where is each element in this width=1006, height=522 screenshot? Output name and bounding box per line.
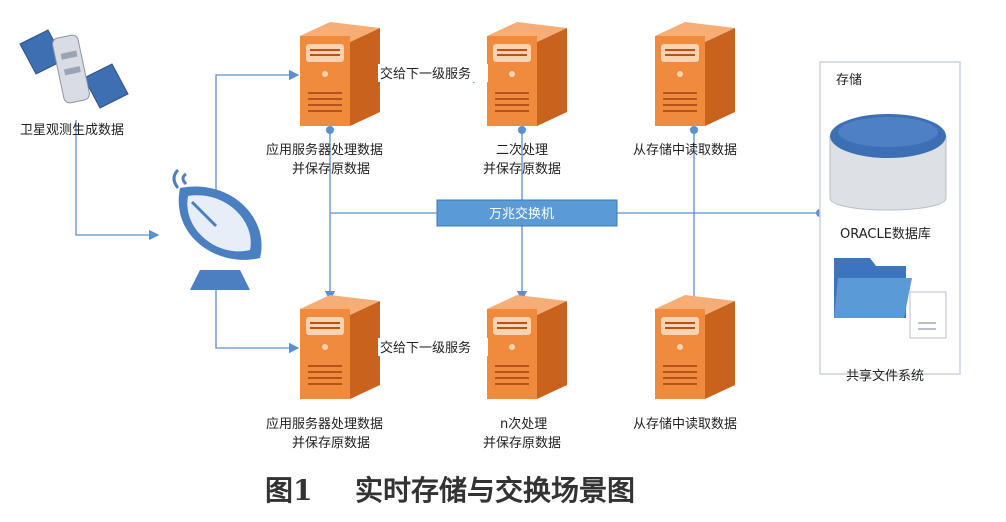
bottom-second-label-1: n次处理 (500, 416, 547, 432)
server-top-app (300, 22, 380, 126)
top-app-label-1: 应用服务器处理数据 (266, 142, 383, 158)
server-bottom-app (300, 295, 380, 399)
top-read-label: 从存储中读取数据 (633, 143, 737, 158)
top-second-label-2: 并保存原数据 (483, 162, 561, 177)
dish-to-top-link (215, 69, 300, 190)
folder-icon (834, 258, 912, 318)
top-second-label-1: 二次处理 (496, 142, 548, 158)
satellite-icon (19, 29, 129, 109)
figure-number: 图1 (265, 474, 312, 507)
top-forward-label: 交给下一级服务 (380, 66, 471, 82)
switch-box: 万兆交换机 (436, 199, 618, 227)
document-icon (909, 291, 947, 339)
database-label: ORACLE数据库 (840, 226, 931, 242)
satellite-label: 卫星观测生成数据 (20, 123, 124, 138)
dish-to-bottom-link (215, 285, 300, 354)
storage-title: 存储 (836, 73, 862, 88)
storage-panel: 存储 ORACLE数据库 共享文件系统 (819, 61, 961, 384)
server-bottom-second (487, 295, 567, 399)
bottom-read-label: 从存储中读取数据 (633, 417, 737, 432)
bottom-second-label-2: 并保存原数据 (483, 436, 561, 451)
bottom-app-label-1: 应用服务器处理数据 (266, 416, 383, 432)
sat-to-dish-link (75, 120, 160, 241)
switch-label: 万兆交换机 (489, 206, 554, 222)
server-top-read (655, 22, 735, 126)
figure-title: 实时存储与交换场景图 (355, 474, 635, 507)
top-app-label-2: 并保存原数据 (292, 162, 370, 177)
filesystem-label: 共享文件系统 (846, 368, 924, 384)
bottom-app-label-2: 并保存原数据 (292, 436, 370, 451)
database-icon (829, 114, 947, 211)
satellite-dish-icon (172, 168, 262, 290)
server-top-second (487, 22, 567, 126)
server-bottom-read (655, 295, 735, 399)
bottom-forward-label: 交给下一级服务 (380, 340, 471, 356)
